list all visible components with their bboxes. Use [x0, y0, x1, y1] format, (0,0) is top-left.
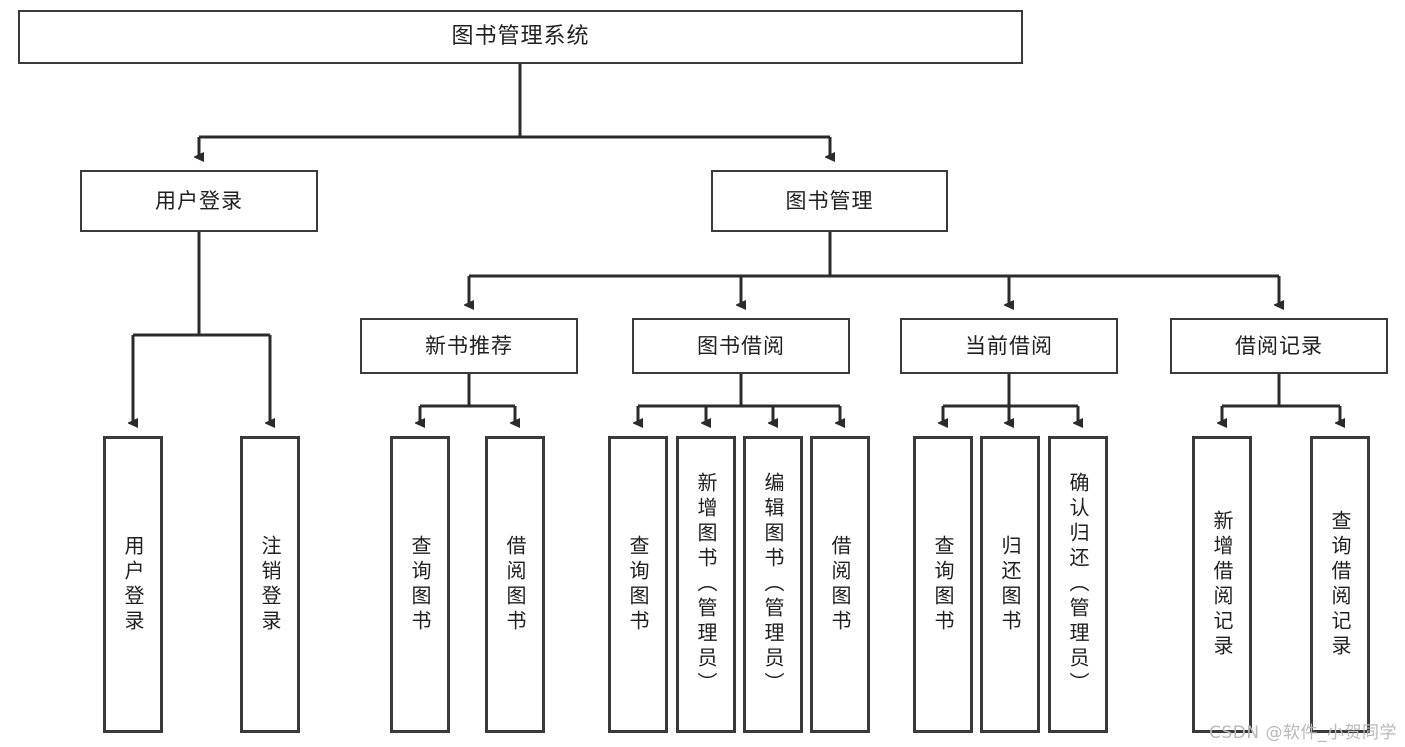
node-leaf-query-book-borrow-label: 查询图书 — [626, 534, 650, 635]
node-leaf-user-logout[interactable]: 注销登录 — [240, 436, 300, 733]
node-book-manage[interactable]: 图书管理 — [711, 170, 948, 232]
node-leaf-user-login-label: 用户登录 — [121, 534, 145, 635]
node-leaf-user-logout-label: 注销登录 — [258, 534, 282, 635]
csdn-watermark: CSDN @软件_小贺同学 — [1209, 723, 1397, 743]
node-leaf-borrow-book[interactable]: 借阅图书 — [810, 436, 870, 733]
node-book-borrow[interactable]: 图书借阅 — [632, 318, 850, 374]
node-leaf-edit-book-label: 编辑图书（管理员） — [761, 472, 785, 697]
node-leaf-query-book-rec[interactable]: 查询图书 — [390, 436, 450, 733]
node-leaf-add-book[interactable]: 新增图书（管理员） — [676, 436, 736, 733]
node-current-borrow[interactable]: 当前借阅 — [900, 318, 1118, 374]
node-leaf-confirm-return-label: 确认归还（管理员） — [1066, 472, 1090, 697]
node-leaf-return-book[interactable]: 归还图书 — [980, 436, 1040, 733]
node-leaf-query-book-current-label: 查询图书 — [931, 534, 955, 635]
node-new-book-rec[interactable]: 新书推荐 — [360, 318, 578, 374]
node-root-label: 图书管理系统 — [451, 24, 590, 50]
node-borrow-record-label: 借阅记录 — [1235, 333, 1323, 358]
node-leaf-borrow-book-rec-label: 借阅图书 — [503, 534, 527, 635]
node-user-login-label: 用户登录 — [155, 188, 243, 213]
node-leaf-add-book-label: 新增图书（管理员） — [694, 472, 718, 697]
node-new-book-rec-label: 新书推荐 — [425, 333, 513, 358]
node-book-manage-label: 图书管理 — [785, 188, 874, 213]
node-root[interactable]: 图书管理系统 — [18, 10, 1023, 64]
node-leaf-query-record-label: 查询借阅记录 — [1328, 509, 1352, 660]
node-book-borrow-label: 图书借阅 — [697, 333, 785, 358]
node-leaf-borrow-book-rec[interactable]: 借阅图书 — [485, 436, 545, 733]
node-leaf-query-book-current[interactable]: 查询图书 — [913, 436, 973, 733]
node-leaf-borrow-book-label: 借阅图书 — [828, 534, 852, 635]
node-leaf-return-book-label: 归还图书 — [998, 534, 1022, 635]
node-leaf-query-book-rec-label: 查询图书 — [408, 534, 432, 635]
node-borrow-record[interactable]: 借阅记录 — [1170, 318, 1388, 374]
node-leaf-user-login[interactable]: 用户登录 — [103, 436, 163, 733]
node-user-login[interactable]: 用户登录 — [80, 170, 318, 232]
node-current-borrow-label: 当前借阅 — [965, 333, 1053, 358]
node-leaf-query-record[interactable]: 查询借阅记录 — [1310, 436, 1370, 733]
node-leaf-add-record[interactable]: 新增借阅记录 — [1192, 436, 1252, 733]
node-leaf-add-record-label: 新增借阅记录 — [1210, 509, 1234, 660]
node-leaf-edit-book[interactable]: 编辑图书（管理员） — [743, 436, 803, 733]
node-leaf-query-book-borrow[interactable]: 查询图书 — [608, 436, 668, 733]
node-leaf-confirm-return[interactable]: 确认归还（管理员） — [1048, 436, 1108, 733]
